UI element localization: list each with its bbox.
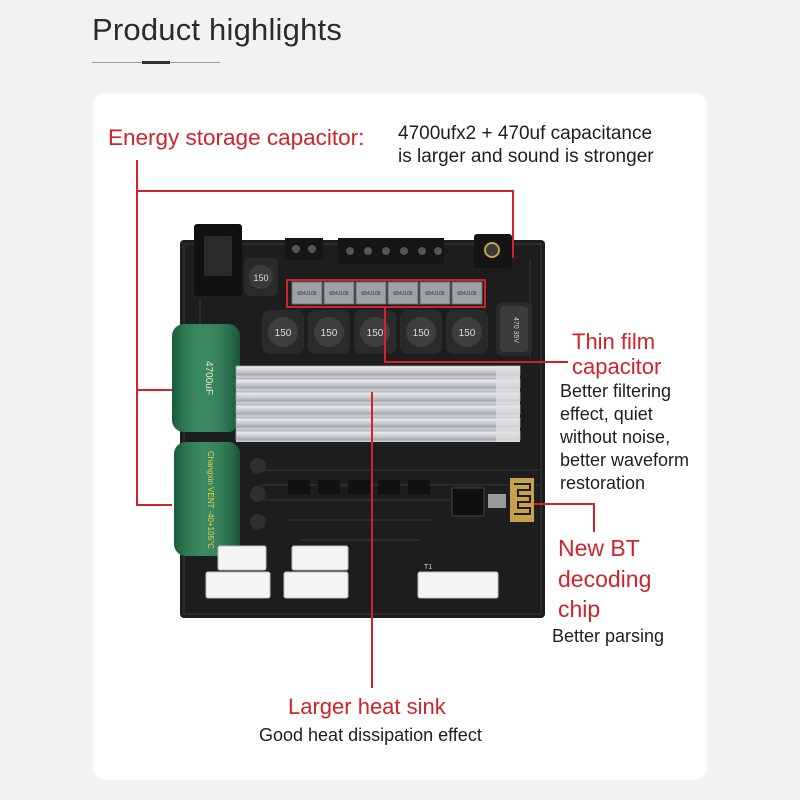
thin-film-desc-line: effect, quiet [560,404,653,425]
thin-film-desc-line: restoration [560,473,646,494]
title-divider-accent [142,61,170,64]
svg-text:150: 150 [367,328,384,339]
svg-text:684J100: 684J100 [393,291,412,297]
svg-text:684J100: 684J100 [361,291,380,297]
svg-text:470 35V: 470 35V [512,317,519,343]
thin-film-label-line: Thin film [572,329,656,354]
speaker-terminals [285,238,444,264]
svg-text:150: 150 [459,328,476,339]
bt-chip-label: New BT decoding chip [558,533,651,625]
connector-label: T1 [424,564,432,571]
bt-chip-label-line: chip [558,596,601,623]
thin-film-desc-line: Better filtering [560,381,672,401]
thin-film-capacitor-label: Thin film capacitor [572,329,661,380]
heat-sink [235,365,521,442]
bt-chip-desc: Better parsing [552,626,665,646]
svg-text:150: 150 [413,328,430,339]
thin-film-capacitor-desc: Better filtering effect, quiet without n… [560,380,689,495]
svg-text:4700uF: 4700uF [203,361,214,395]
energy-capacitor-desc: 4700ufx2 + 470uf capacitance is larger a… [398,122,654,168]
svg-text:684J100: 684J100 [457,291,476,297]
inductor-top: 150 [244,258,278,296]
audio-jack [474,234,512,268]
svg-text:684J100: 684J100 [297,291,316,297]
bt-chip-label-line: decoding [558,565,652,592]
amp-chips [288,480,430,494]
energy-capacitor-label: Energy storage capacitor: [108,125,365,150]
energy-capacitor-desc-line: 4700ufx2 + 470uf capacitance [398,123,653,144]
thin-film-desc-line: better waveform [560,450,690,471]
inductors-row: 150 150 150 150 150 [262,310,488,354]
small-capacitors-cluster [250,458,266,530]
bt-chip [451,487,506,517]
svg-text:150: 150 [275,328,292,339]
storage-capacitor-1: 4700uF [172,324,240,432]
thin-film-label-line: capacitor [572,354,662,380]
page-title: Product highlights [92,12,343,47]
svg-text:684J100: 684J100 [425,291,444,297]
dc-jack [194,224,242,296]
bt-antenna [510,478,534,522]
svg-text:150: 150 [253,273,268,283]
thin-film-desc-line: without noise, [560,427,671,448]
svg-text:684J100: 684J100 [329,291,348,297]
small-capacitor: 470 35V [496,302,532,356]
energy-capacitor-desc-line: is larger and sound is stronger [398,146,654,168]
bt-chip-label-line: New BT [558,535,640,561]
film-capacitors: 684J100 684J100 684J100 684J100 684J100 684… [291,281,483,305]
heat-sink-desc: Good heat dissipation effect [259,725,482,745]
callout-lines [136,160,595,688]
connectors [205,545,499,599]
svg-text:Changxin VENT -40+105°C: Changxin VENT -40+105°C [206,451,215,549]
svg-text:150: 150 [321,328,338,339]
heat-sink-label: Larger heat sink [288,694,446,719]
storage-capacitor-2: Changxin VENT -40+105°C [174,442,240,556]
